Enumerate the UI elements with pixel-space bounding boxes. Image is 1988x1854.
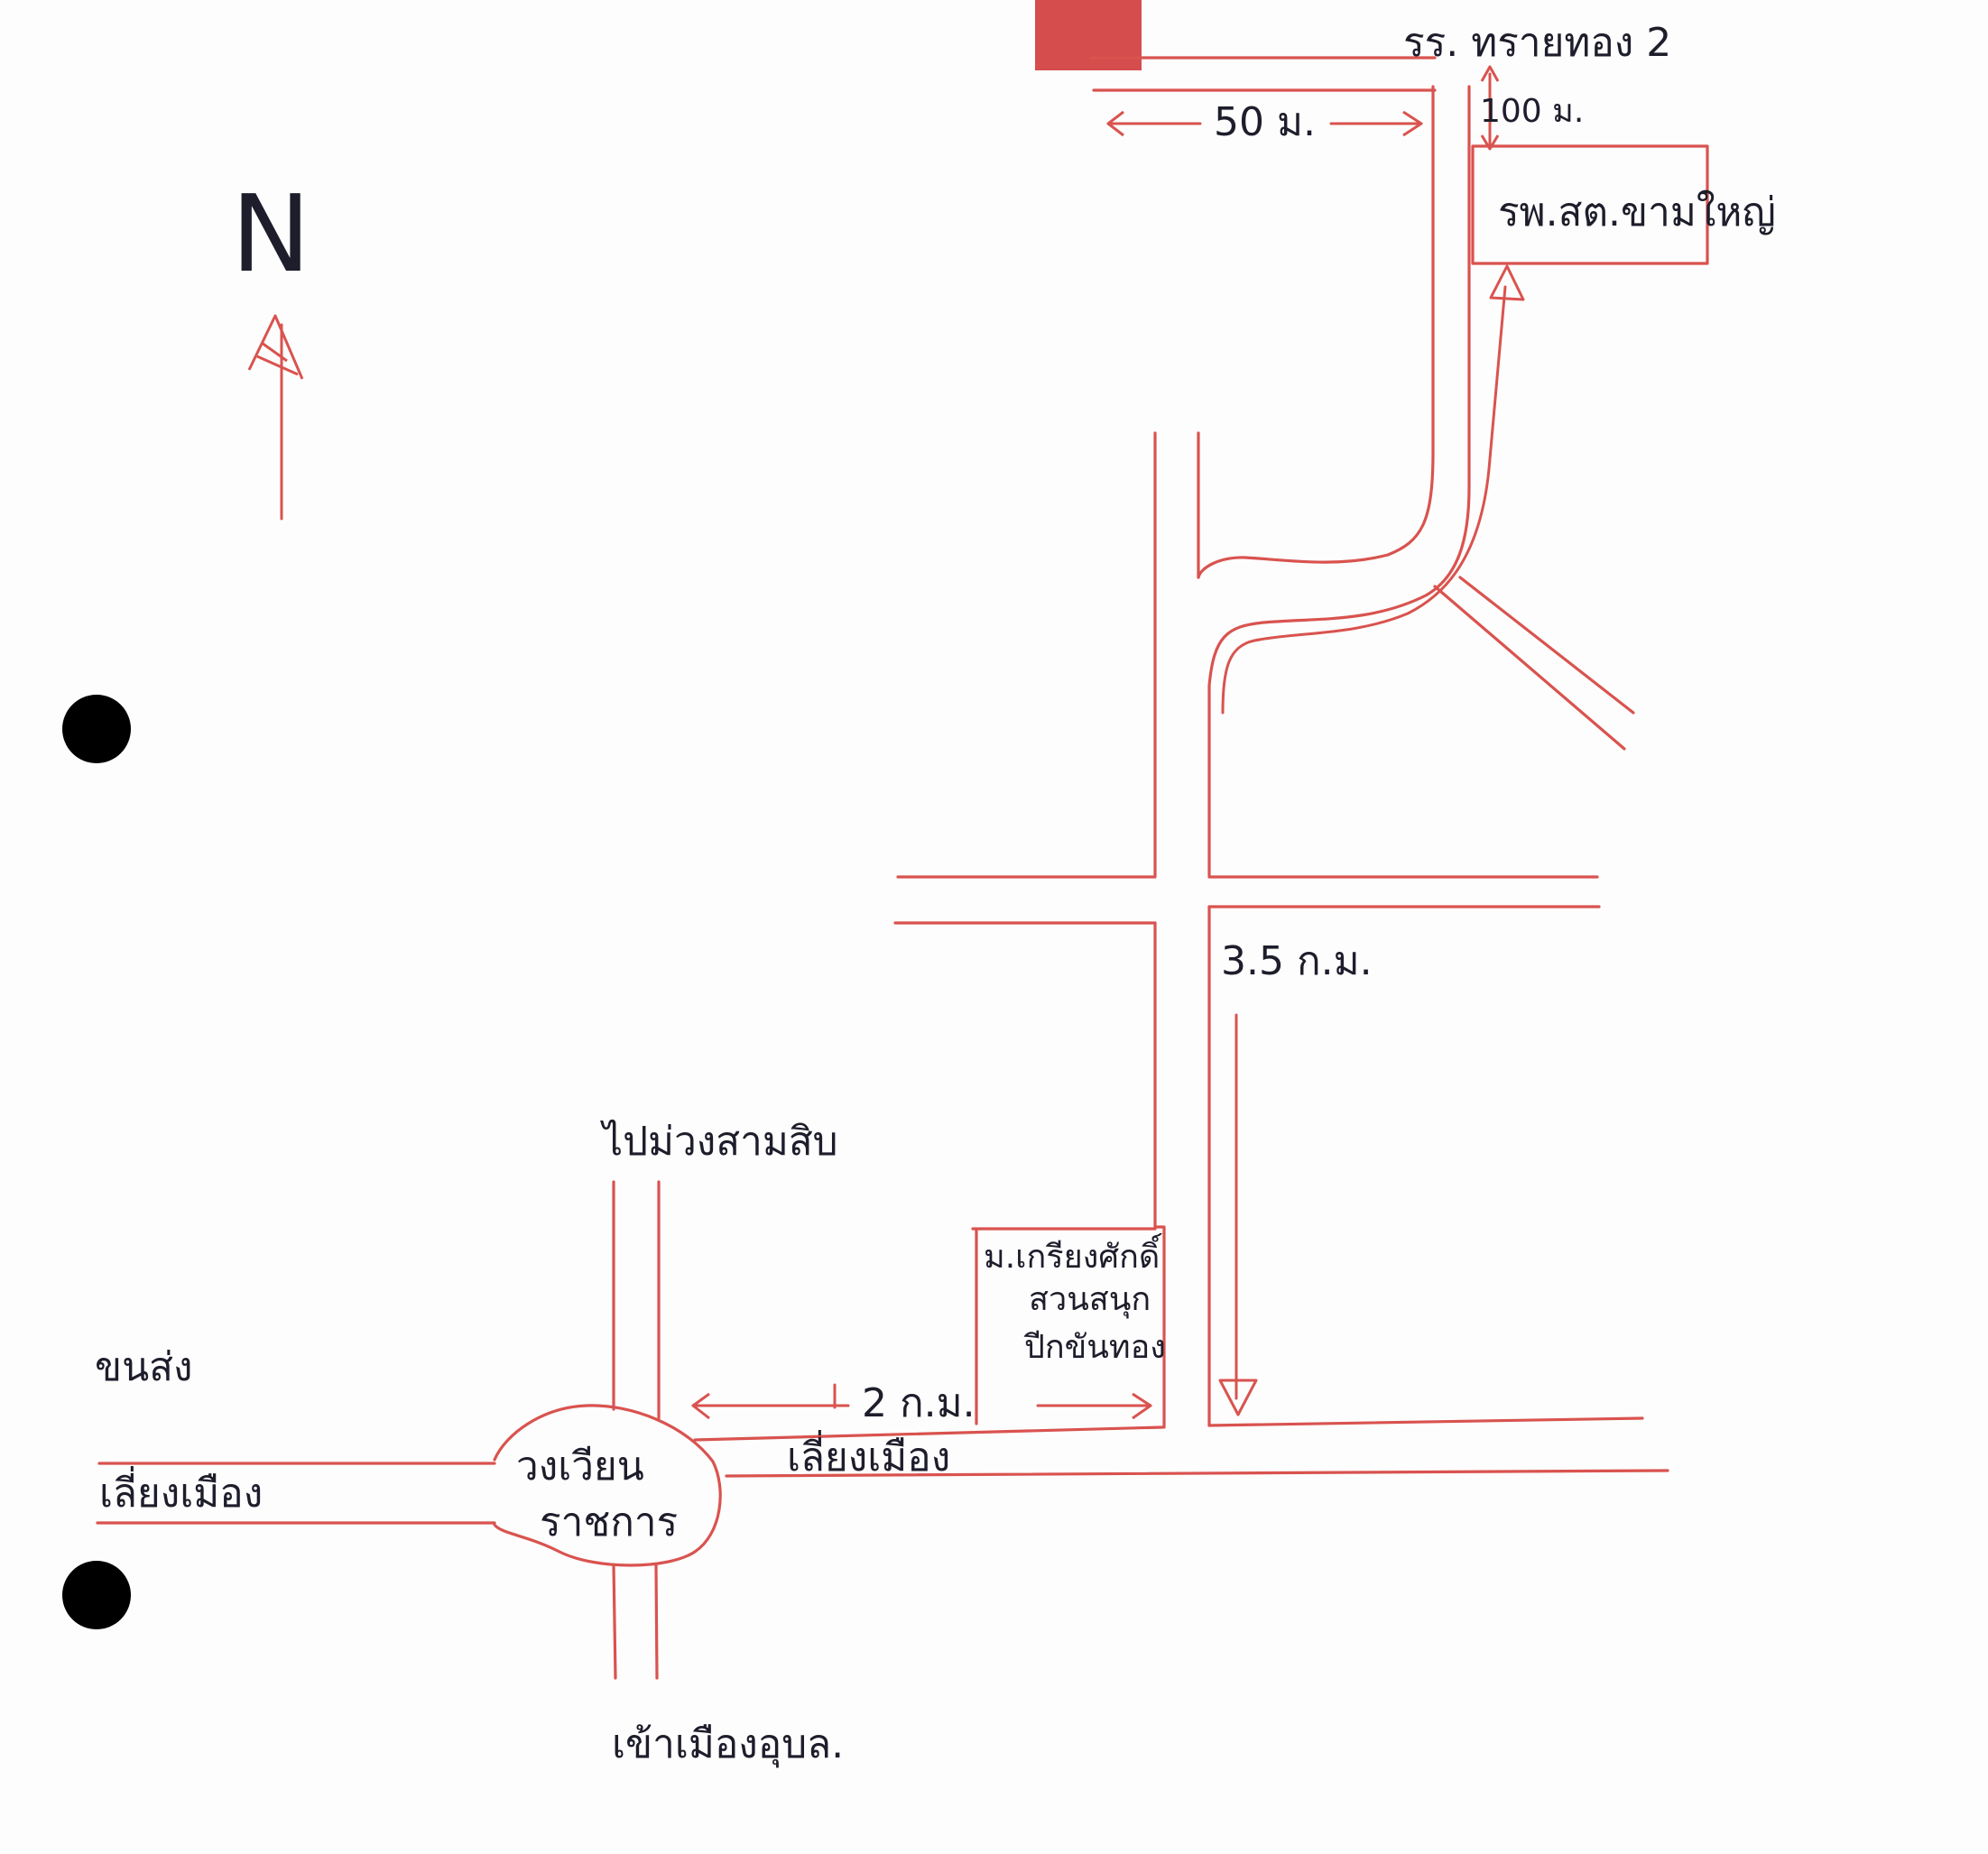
clinic-label: รพ.สต.ขามใหญ่ [1498,189,1776,235]
upper-road-east-edge [1207,85,1471,877]
main-road-east-south-edge [725,1469,1669,1478]
route-arrow-to-clinic [1221,285,1507,715]
route-arrow-3-5km-head [1218,1379,1258,1416]
main-road-east-north-edge-a [693,1425,1164,1442]
office-label-line3: ปีกขันทอง [1023,1329,1165,1366]
binder-hole-icon [62,695,131,763]
office-label-line2: สวนสนุก [1029,1281,1151,1319]
dimension-arrow-2km-right [1132,1392,1152,1420]
road-east-label: เลี่ยงเมือง [787,1429,950,1480]
dimension-arrow-50m-left [1106,110,1124,137]
dimension-arrow-100m-top [1480,65,1500,82]
upper-road-west-edge [1197,85,1435,579]
diagonal-road-north-edge [1433,585,1626,751]
clinic-box-outline [1471,144,1709,265]
dimension-label-3-5km: 3.5 ก.ม. [1221,938,1373,984]
diagonal-road-south-edge [1458,576,1635,715]
main-road-east-north-edge-b [1207,1416,1644,1427]
dimension-label-2km: 2 ก.ม. [862,1380,976,1426]
office-label-line1: ม.เกรียงศักดิ์ [984,1232,1162,1276]
roundabout-label-line1: วงเวียน [516,1444,644,1490]
roundabout-label-line2: ราชการ [540,1499,678,1545]
north-label: N [231,171,310,296]
dimension-arrow-2km-left [691,1392,710,1420]
south-road-west-edge [612,1563,617,1680]
south-road-east-edge [654,1563,659,1680]
binder-hole-icon [62,1561,131,1629]
office-box-outline [971,1227,1157,1425]
dimension-arrow-50m-right [1402,110,1423,137]
north-arrow-icon [247,314,304,521]
road-south-label: เข้าเมืองอุบล. [612,1721,844,1768]
roundabout-outline [493,1404,722,1567]
dimension-label-50m: 50 ม. [1214,99,1316,145]
dimension-arrow-100m-bottom [1480,134,1500,151]
road-west-label-line1: ขนส่ง [95,1344,193,1390]
route-arrow-to-clinic-head [1489,264,1525,301]
road-north-label: ไปม่วงสามสิบ [600,1119,838,1165]
top-school-label: รร. ทรายทอง 2 [1403,20,1671,66]
road-west-label-line2: เลี่ยงเมือง [99,1465,263,1517]
vertical-road-west-lower [1153,921,1166,1429]
dimension-label-100m: 100 ม. [1480,93,1584,130]
red-square-marker-icon [1035,0,1142,70]
